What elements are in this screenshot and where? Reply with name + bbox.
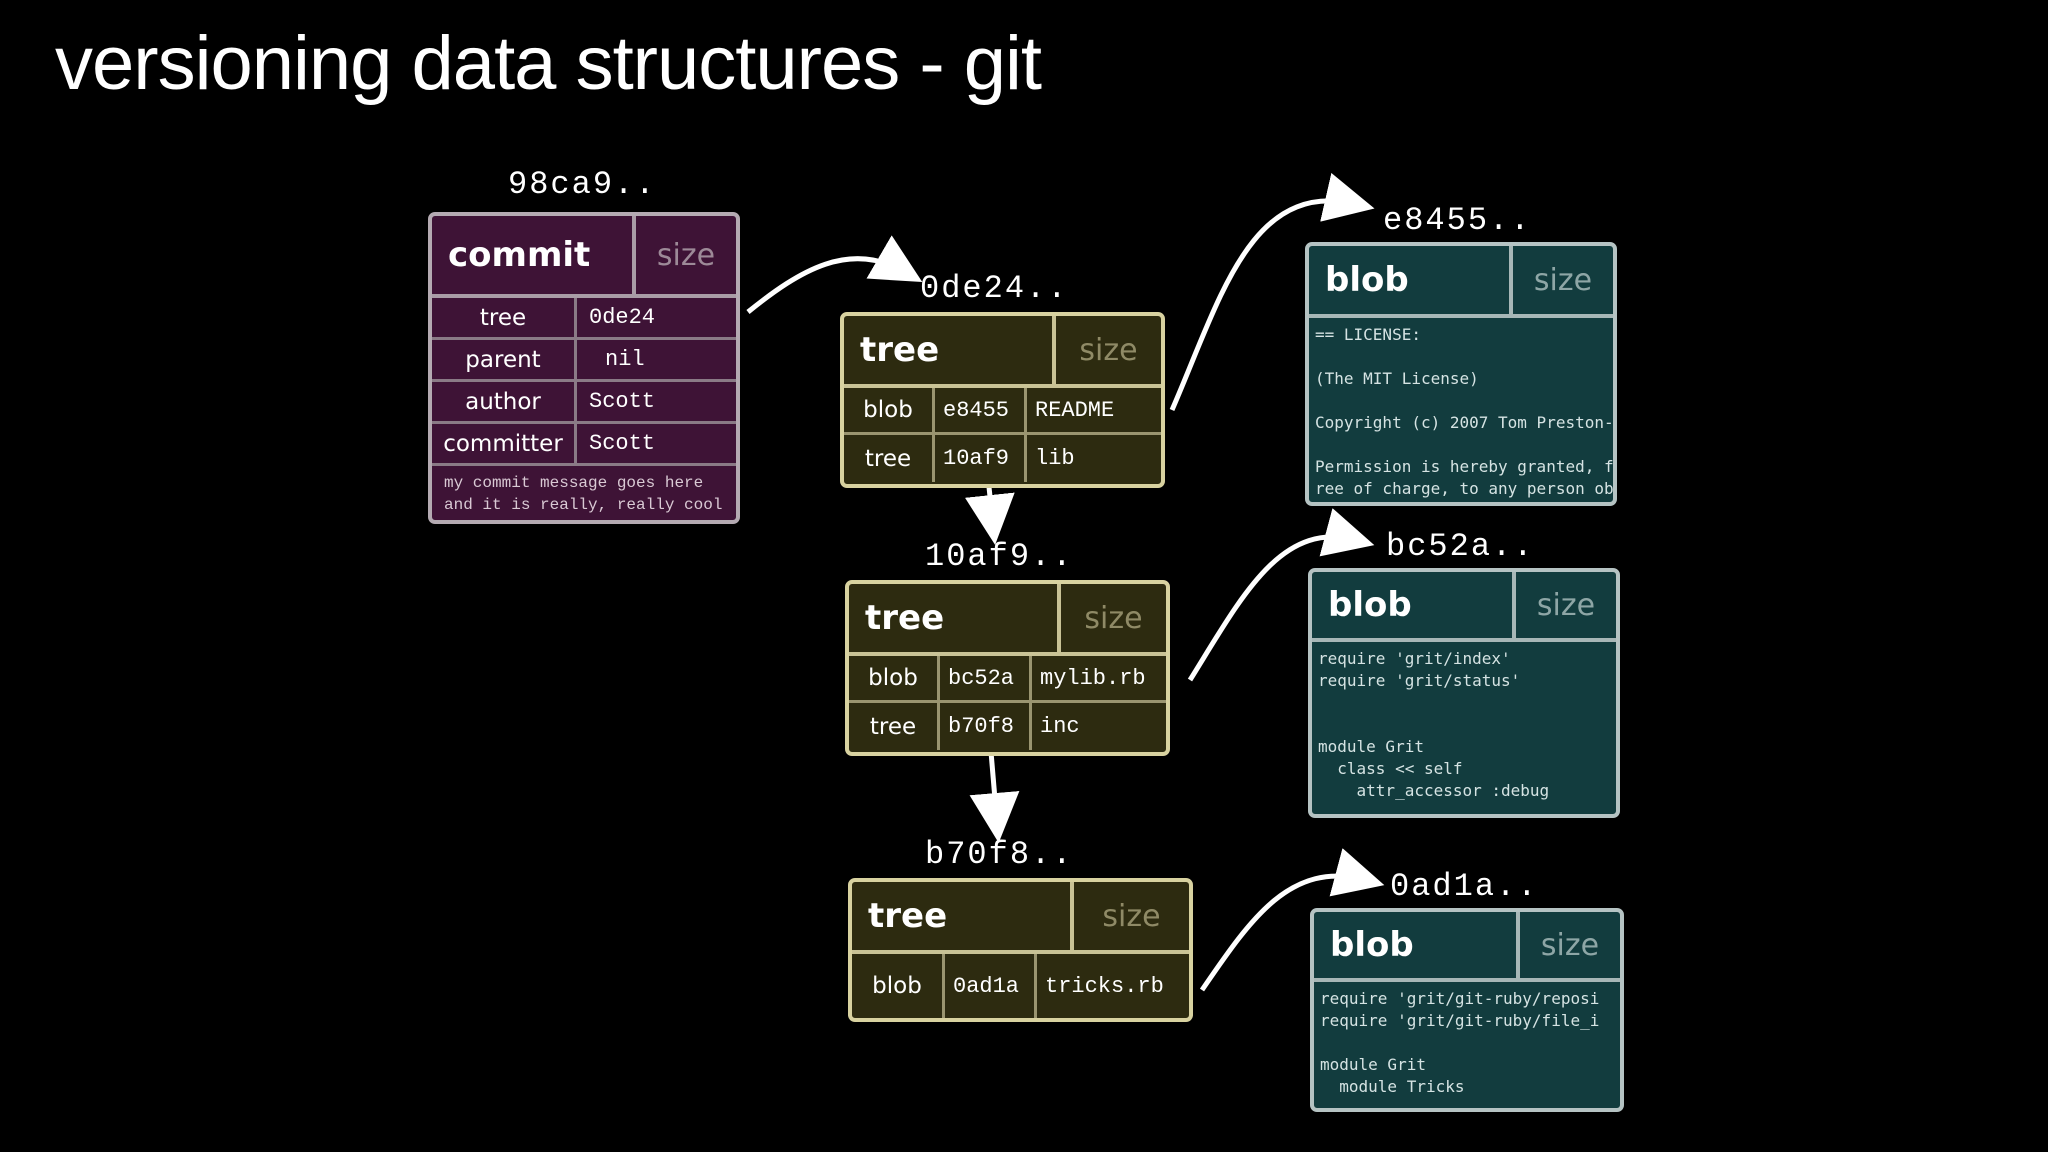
tree-object: tree size blob bc52a mylib.rb tree b70f8… xyxy=(845,580,1170,756)
tree-entry-name: inc xyxy=(1029,703,1166,750)
blob-type-label: blob xyxy=(1330,925,1414,965)
tree-hash: b70f8.. xyxy=(925,836,1074,873)
arrow-tree-to-blob-e8455 xyxy=(1169,172,1375,411)
blob-content: require 'grit/git-ruby/reposi require 'g… xyxy=(1320,989,1600,1096)
blob-header: blob size xyxy=(1312,572,1616,642)
tree-type-label: tree xyxy=(868,896,948,936)
commit-header: commit size xyxy=(432,216,736,298)
tree-size-label: size xyxy=(1057,584,1166,652)
tree-hash: 0de24.. xyxy=(920,270,1069,307)
blob-size-label: size xyxy=(1509,246,1613,314)
commit-hash: 98ca9.. xyxy=(508,166,657,203)
arrow-commit-to-tree xyxy=(746,235,923,314)
commit-row-value: Scott xyxy=(574,424,736,463)
blob-header: blob size xyxy=(1309,246,1613,318)
commit-row: parent nil xyxy=(432,340,736,382)
blob-type-label: blob xyxy=(1325,260,1409,300)
blob-size-label: size xyxy=(1512,572,1616,638)
commit-row: author Scott xyxy=(432,382,736,424)
tree-object: tree size blob e8455 README tree 10af9 l… xyxy=(840,312,1165,488)
tree-entry-name: README xyxy=(1024,388,1161,432)
tree-object: tree size blob 0ad1a tricks.rb xyxy=(848,878,1193,1022)
tree-entry: blob e8455 README xyxy=(844,388,1161,435)
tree-entry: blob bc52a mylib.rb xyxy=(849,656,1166,703)
tree-type-label: tree xyxy=(865,598,945,638)
blob-object: blob size require 'grit/index' require '… xyxy=(1308,568,1620,818)
commit-row-key: parent xyxy=(465,346,541,373)
tree-header: tree size xyxy=(852,882,1189,954)
tree-entry-kind: blob xyxy=(872,973,922,999)
tree-entry: tree 10af9 lib xyxy=(844,435,1161,482)
tree-entry-kind: blob xyxy=(863,397,913,423)
tree-entry: blob 0ad1a tricks.rb xyxy=(852,954,1189,1018)
slide-title: versioning data structures - git xyxy=(55,21,1042,106)
tree-entry-kind: blob xyxy=(868,665,918,691)
tree-entry-kind: tree xyxy=(869,713,917,740)
blob-hash: e8455.. xyxy=(1383,202,1532,239)
tree-entry-sha: b70f8 xyxy=(937,703,1029,750)
tree-entry-sha: bc52a xyxy=(937,656,1029,700)
tree-entry-name: tricks.rb xyxy=(1034,954,1189,1018)
blob-content: == LICENSE: (The MIT License) Copyright … xyxy=(1315,325,1613,498)
tree-entry: tree b70f8 inc xyxy=(849,703,1166,750)
commit-row-key: author xyxy=(465,388,541,415)
tree-header: tree size xyxy=(844,316,1161,388)
tree-entry-sha: 10af9 xyxy=(932,435,1024,482)
commit-row-value: nil xyxy=(574,340,736,379)
blob-content: require 'grit/index' require 'grit/statu… xyxy=(1318,649,1550,800)
tree-entry-sha: e8455 xyxy=(932,388,1024,432)
commit-size-label: size xyxy=(632,216,736,294)
tree-entry-sha: 0ad1a xyxy=(942,954,1034,1018)
commit-row: committer Scott xyxy=(432,424,736,466)
blob-type-label: blob xyxy=(1328,585,1412,625)
tree-entry-kind: tree xyxy=(864,445,912,472)
blob-header: blob size xyxy=(1314,912,1620,982)
arrow-tree-to-blob-bc52a xyxy=(1187,508,1375,682)
commit-object: commit size tree 0de24 parent nil author… xyxy=(428,212,740,524)
commit-row-value: Scott xyxy=(574,382,736,421)
tree-entry-name: mylib.rb xyxy=(1029,656,1166,700)
commit-message: my commit message goes here and it is re… xyxy=(444,474,723,514)
tree-type-label: tree xyxy=(860,330,940,370)
tree-entry-name: lib xyxy=(1024,435,1161,482)
arrow-tree-to-blob-0ad1a xyxy=(1199,848,1385,992)
blob-object: blob size require 'grit/git-ruby/reposi … xyxy=(1310,908,1624,1112)
tree-size-label: size xyxy=(1052,316,1161,384)
commit-row-key: committer xyxy=(443,430,563,457)
tree-size-label: size xyxy=(1070,882,1189,950)
blob-hash: bc52a.. xyxy=(1386,528,1535,565)
tree-header: tree size xyxy=(849,584,1166,656)
blob-hash: 0ad1a.. xyxy=(1390,868,1539,905)
commit-type-label: commit xyxy=(448,235,591,275)
blob-object: blob size == LICENSE: (The MIT License) … xyxy=(1305,242,1617,506)
commit-row: tree 0de24 xyxy=(432,298,736,340)
tree-hash: 10af9.. xyxy=(925,538,1074,575)
blob-size-label: size xyxy=(1516,912,1620,978)
commit-row-key: tree xyxy=(479,304,527,331)
commit-row-value: 0de24 xyxy=(574,298,736,337)
